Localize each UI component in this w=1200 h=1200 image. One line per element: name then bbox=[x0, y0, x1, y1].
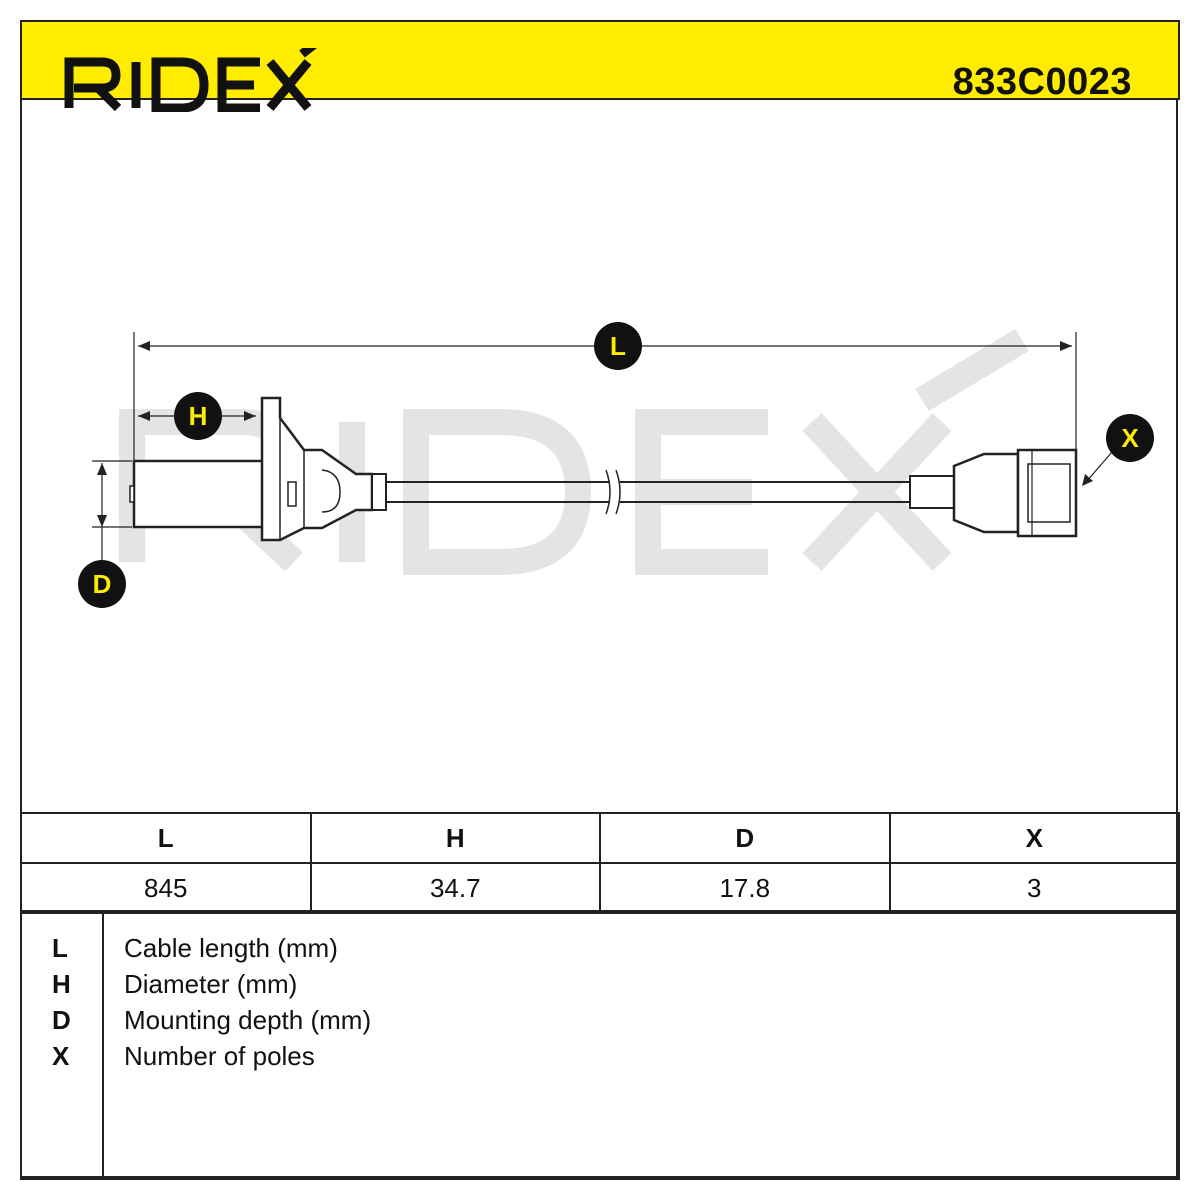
table-header-cell: L bbox=[20, 812, 312, 864]
table-header-cell: X bbox=[888, 812, 1180, 864]
table-row: 845 34.7 17.8 3 bbox=[20, 862, 1180, 914]
legend-key: X bbox=[52, 1041, 70, 1071]
legend-item: X Number of poles bbox=[22, 1038, 1122, 1074]
technical-drawing: L H D X bbox=[78, 322, 1154, 608]
legend-divider bbox=[102, 912, 104, 1178]
callout-X-label: X bbox=[1121, 423, 1139, 453]
table-header-cell: H bbox=[309, 812, 601, 864]
legend-item: L Cable length (mm) bbox=[22, 930, 1122, 966]
dimension-table: L H D X 845 34.7 17.8 3 bbox=[20, 812, 1180, 914]
table-cell: 17.8 bbox=[599, 862, 891, 914]
legend-item: H Diameter (mm) bbox=[22, 966, 1122, 1002]
legend-label: Number of poles bbox=[124, 1041, 315, 1071]
callout-H-label: H bbox=[189, 401, 208, 431]
callout-X: X bbox=[1106, 414, 1154, 462]
callout-H: H bbox=[174, 392, 222, 440]
table-cell: 845 bbox=[20, 862, 312, 914]
part-number: 833C0023 bbox=[952, 61, 1132, 103]
table-cell: 3 bbox=[888, 862, 1180, 914]
callout-D-label: D bbox=[93, 569, 112, 599]
ridex-logo bbox=[64, 48, 318, 112]
legend-label: Cable length (mm) bbox=[124, 933, 338, 963]
legend-key: H bbox=[52, 969, 71, 999]
header-bar: 833C0023 bbox=[20, 20, 1180, 112]
table-cell: 34.7 bbox=[309, 862, 601, 914]
table-header-cell: D bbox=[599, 812, 891, 864]
callout-L: L bbox=[594, 322, 642, 370]
legend: L Cable length (mm) H Diameter (mm) D Mo… bbox=[20, 910, 1180, 1180]
callout-L-label: L bbox=[610, 331, 626, 361]
legend-label: Diameter (mm) bbox=[124, 969, 298, 999]
legend-key: L bbox=[52, 933, 68, 963]
table-header-row: L H D X bbox=[20, 812, 1180, 864]
callout-D: D bbox=[78, 560, 126, 608]
legend-label: Mounting depth (mm) bbox=[124, 1005, 372, 1035]
legend-item: D Mounting depth (mm) bbox=[22, 1002, 1122, 1038]
legend-key: D bbox=[52, 1005, 71, 1035]
